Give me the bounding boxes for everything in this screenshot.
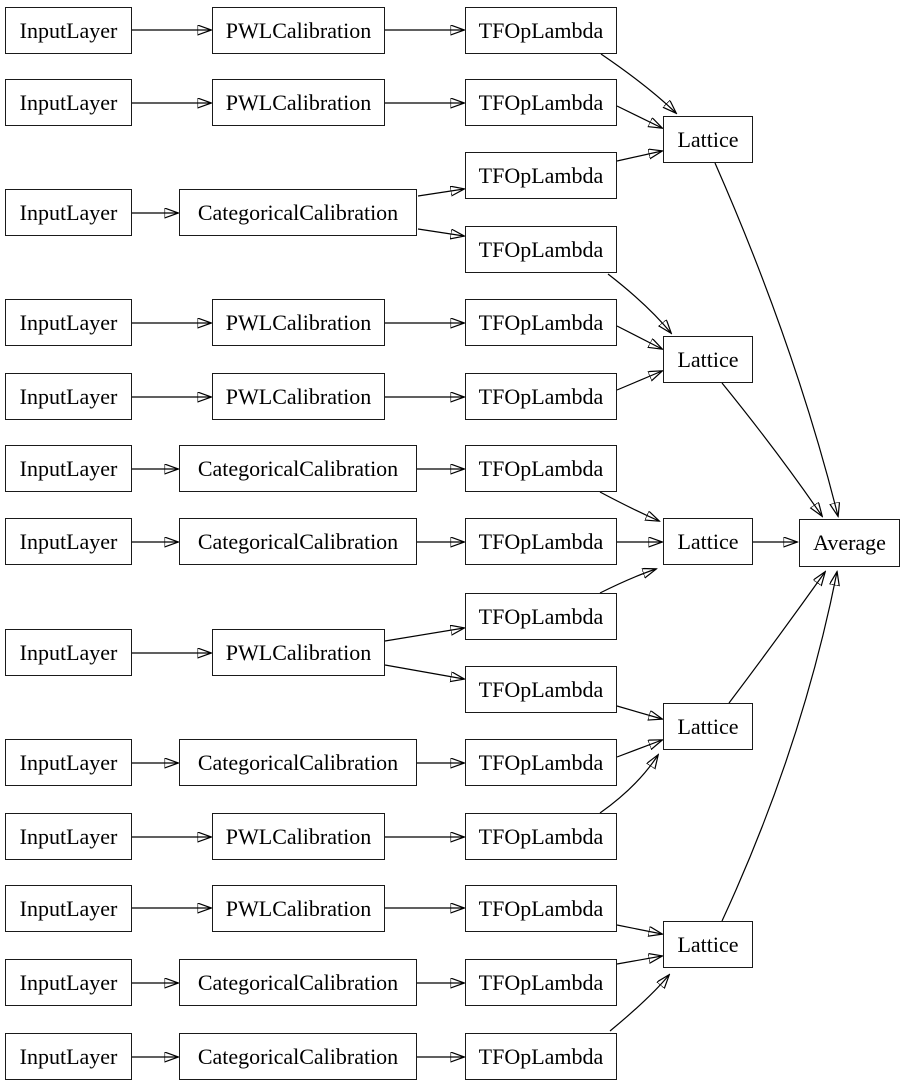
node-lattice-2: Lattice <box>663 336 753 383</box>
edge-tf1-lat1 <box>600 53 676 113</box>
node-categorical-calibration-3: CategoricalCalibration <box>179 189 417 236</box>
node-categorical-calibration-12: CategoricalCalibration <box>179 959 417 1006</box>
node-input-layer-9: InputLayer <box>5 739 132 786</box>
edge-lat2-average <box>721 382 822 516</box>
node-pwl-calibration-10: PWLCalibration <box>212 813 385 860</box>
node-lattice-3: Lattice <box>663 518 753 565</box>
node-pwl-calibration-2: PWLCalibration <box>212 79 385 126</box>
node-average: Average <box>799 519 900 567</box>
node-input-layer-6: InputLayer <box>5 445 132 492</box>
edge-tf10-lat4 <box>599 755 658 814</box>
edge-tf11-lat5 <box>616 924 662 934</box>
node-input-layer-7: InputLayer <box>5 518 132 565</box>
node-tfop-lambda-7: TFOpLambda <box>465 518 617 565</box>
node-input-layer-4: InputLayer <box>5 299 132 346</box>
edge-tf8b-lat4 <box>616 705 662 719</box>
edge-cal3-tf3b <box>417 228 464 236</box>
node-pwl-calibration-1: PWLCalibration <box>212 7 385 54</box>
edge-tf12-lat5 <box>616 956 662 965</box>
node-categorical-calibration-7: CategoricalCalibration <box>179 518 417 565</box>
node-tfop-lambda-8a: TFOpLambda <box>465 593 617 640</box>
node-tfop-lambda-11: TFOpLambda <box>465 885 617 932</box>
node-categorical-calibration-9: CategoricalCalibration <box>179 739 417 786</box>
edge-cal8-tf8b <box>384 664 464 679</box>
node-tfop-lambda-4: TFOpLambda <box>465 299 617 346</box>
node-tfop-lambda-10: TFOpLambda <box>465 813 617 860</box>
node-input-layer-11: InputLayer <box>5 885 132 932</box>
node-tfop-lambda-5: TFOpLambda <box>465 373 617 420</box>
node-tfop-lambda-1: TFOpLambda <box>465 7 617 54</box>
node-input-layer-5: InputLayer <box>5 373 132 420</box>
node-input-layer-8: InputLayer <box>5 629 132 676</box>
edge-tf5-lat2 <box>616 371 662 391</box>
edge-tf3b-lat2 <box>607 273 671 333</box>
node-pwl-calibration-8: PWLCalibration <box>212 629 385 676</box>
node-pwl-calibration-4: PWLCalibration <box>212 299 385 346</box>
node-tfop-lambda-8b: TFOpLambda <box>465 666 617 713</box>
node-input-layer-1: InputLayer <box>5 7 132 54</box>
node-tfop-lambda-3a: TFOpLambda <box>465 152 617 199</box>
edge-tf8a-lat3 <box>599 569 656 594</box>
node-categorical-calibration-13: CategoricalCalibration <box>179 1033 417 1080</box>
edge-tf2-lat1 <box>616 105 662 128</box>
node-lattice-1: Lattice <box>663 116 753 163</box>
node-tfop-lambda-6: TFOpLambda <box>465 445 617 492</box>
node-tfop-lambda-12: TFOpLambda <box>465 959 617 1006</box>
edge-tf4-lat2 <box>616 325 662 349</box>
edge-cal3-tf3a <box>417 189 464 196</box>
node-input-layer-3: InputLayer <box>5 189 132 236</box>
edge-cal8-tf8a <box>384 628 464 642</box>
edge-tf6-lat3 <box>599 491 659 521</box>
node-lattice-5: Lattice <box>663 921 753 968</box>
edge-tf9-lat4 <box>616 740 662 758</box>
node-categorical-calibration-6: CategoricalCalibration <box>179 445 417 492</box>
node-input-layer-13: InputLayer <box>5 1033 132 1080</box>
edge-lat5-average <box>721 572 837 922</box>
node-tfop-lambda-9: TFOpLambda <box>465 739 617 786</box>
edge-tf13-lat5 <box>609 975 669 1032</box>
node-lattice-4: Lattice <box>663 703 753 750</box>
edge-lat1-average <box>714 162 838 516</box>
edge-lat4-average <box>728 572 825 704</box>
node-pwl-calibration-5: PWLCalibration <box>212 373 385 420</box>
node-pwl-calibration-11: PWLCalibration <box>212 885 385 932</box>
node-input-layer-12: InputLayer <box>5 959 132 1006</box>
node-tfop-lambda-13: TFOpLambda <box>465 1033 617 1080</box>
node-tfop-lambda-2: TFOpLambda <box>465 79 617 126</box>
node-tfop-lambda-3b: TFOpLambda <box>465 226 617 273</box>
edge-tf3a-lat1 <box>616 151 662 162</box>
node-input-layer-2: InputLayer <box>5 79 132 126</box>
node-input-layer-10: InputLayer <box>5 813 132 860</box>
